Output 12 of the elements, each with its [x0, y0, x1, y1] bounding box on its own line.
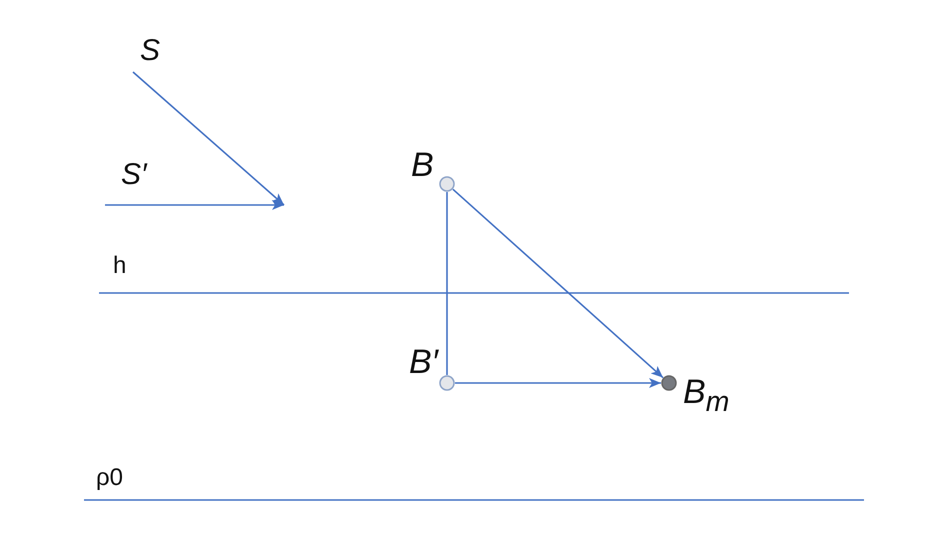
line-label: h — [113, 254, 126, 278]
point-label: B — [411, 148, 434, 182]
point-label: S — [128, 36, 168, 72]
point-label: S′ — [103, 160, 173, 205]
arrow — [455, 378, 661, 388]
arrow — [132, 71, 285, 206]
point-label: B′ — [409, 345, 438, 379]
connector-line — [446, 192, 448, 375]
point-label: B$_{m}$ — [683, 375, 730, 416]
line-label: ρ0 — [96, 466, 123, 490]
arrow — [105, 200, 284, 210]
arrow — [452, 188, 664, 378]
